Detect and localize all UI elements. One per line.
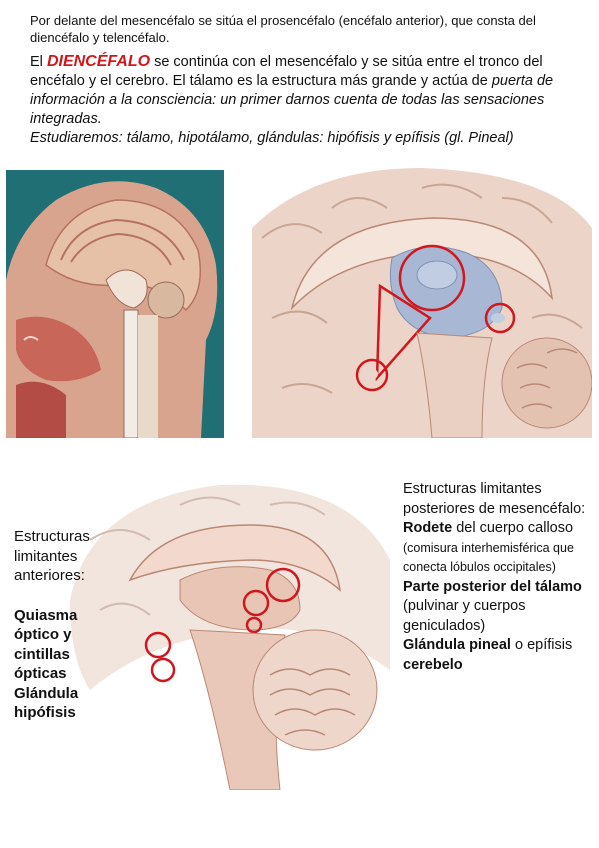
diencefalo-term: DIENCÉFALO xyxy=(46,53,151,70)
posterior-item-talamo: Parte posterior del tálamo (pulvinar y c… xyxy=(403,578,595,637)
pineal-label: Glándula pineal xyxy=(403,637,511,653)
anterior-item-hypophysis: Glándula hipófisis xyxy=(14,684,79,722)
talamo-label: Parte posterior del tálamo xyxy=(403,578,582,595)
rodete-label: Rodete xyxy=(403,520,453,536)
para-rest: se continúa con el mesencéfalo y se sitú… xyxy=(30,54,543,89)
posterior-heading: Estructuras limitantes posteriores de me… xyxy=(403,481,586,517)
para-italic: puerta de información a la consciencia: … xyxy=(30,73,554,127)
posterior-structures-column: Estructuras limitantes posteriores de me… xyxy=(403,480,595,675)
talamo-note: (pulvinar y cuerpos geniculados) xyxy=(403,598,526,634)
rodete-text: del cuerpo calloso xyxy=(456,520,574,536)
diencephalon-closeup-image xyxy=(252,168,592,438)
midsagittal-brainstem-image xyxy=(70,480,402,790)
anterior-heading: Estructuras limitantes anteriores: xyxy=(14,528,90,584)
para-el: El xyxy=(30,54,43,70)
posterior-item-rodete: Rodete del cuerpo calloso (comisura inte… xyxy=(403,519,595,578)
diencefalo-paragraph: El DIENCÉFALO se continúa con el mesencé… xyxy=(30,52,590,148)
rodete-note: (comisura interhemisférica que conecta l… xyxy=(403,540,574,575)
posterior-item-pineal: Glándula pineal o epífisis xyxy=(403,636,595,656)
posterior-item-cerebelo: cerebelo xyxy=(403,656,463,673)
intro-text: Por delante del mesencéfalo se sitúa el … xyxy=(30,13,536,45)
pineal-text: o epífisis xyxy=(515,637,573,653)
study-line: Estudiaremos: tálamo, hipotálamo, glándu… xyxy=(30,130,514,146)
sagittal-head-model-image xyxy=(6,170,224,438)
anterior-structures-column: Estructuras limitantes anteriores: Quias… xyxy=(14,527,118,723)
anterior-item-optic-chiasm: Quiasma óptico y cintillas ópticas xyxy=(14,606,78,683)
